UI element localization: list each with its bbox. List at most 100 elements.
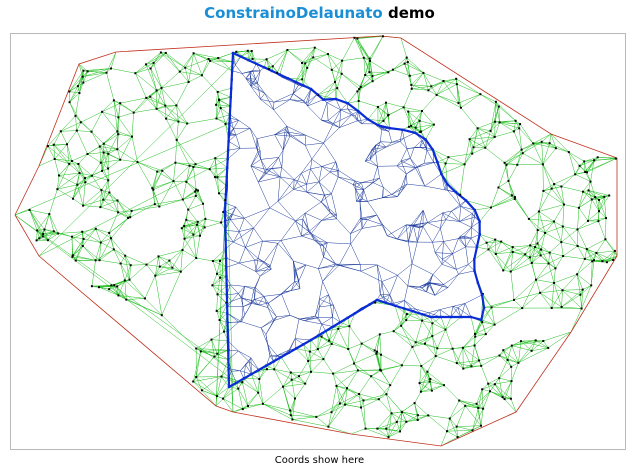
vertex (346, 387, 348, 390)
mesh-edge (319, 245, 324, 258)
mesh-edge (482, 391, 491, 409)
mesh-edge (363, 393, 387, 401)
vertex (455, 83, 458, 86)
vertex (131, 135, 133, 138)
mesh-edge (452, 238, 459, 254)
mesh-edge (495, 251, 513, 255)
mesh-edge (227, 313, 242, 323)
constraint-vertex (270, 69, 274, 73)
mesh-edge (294, 281, 301, 289)
mesh-edge (387, 235, 409, 243)
mesh-edge (226, 262, 240, 268)
mesh-edge (197, 221, 205, 228)
constraint-vertex (278, 73, 281, 76)
mesh-edge (415, 110, 423, 128)
mesh-edge (153, 62, 162, 88)
mesh-edge (339, 109, 341, 128)
mesh-edge (485, 147, 505, 163)
mesh-edge (447, 274, 459, 288)
mesh-edge (103, 199, 118, 201)
vertex (494, 238, 497, 241)
vertex (184, 66, 187, 69)
mesh-edge (259, 369, 268, 380)
vertex (200, 74, 203, 77)
mesh-edge (404, 300, 416, 310)
mesh-edge (469, 128, 478, 140)
mesh-edge (464, 139, 470, 165)
vertex (215, 395, 218, 398)
mesh-edge (443, 241, 453, 254)
mesh-edge (303, 344, 311, 352)
triangulation-canvas[interactable] (10, 33, 626, 450)
mesh-edge (528, 218, 555, 222)
mesh-edge (581, 289, 583, 309)
mesh-edge (282, 379, 292, 387)
mesh-edge (266, 355, 271, 366)
mesh-edge (352, 182, 362, 185)
vertex (208, 168, 211, 171)
constraint-vertex (229, 96, 232, 99)
vertex (161, 169, 164, 172)
mesh-edge (401, 411, 407, 422)
mesh-edge (310, 371, 334, 374)
mesh-edge (304, 320, 322, 325)
vertex (192, 52, 195, 55)
mesh-edge (369, 36, 384, 62)
mesh-edge (176, 139, 190, 166)
mesh-edge (302, 213, 306, 219)
mesh-edge (436, 94, 459, 104)
mesh-edge (158, 256, 173, 268)
vertex (472, 146, 475, 149)
mesh-edge (211, 339, 228, 342)
vertex (418, 382, 421, 385)
constraint-vertex (229, 104, 232, 108)
vertex (100, 189, 103, 192)
mesh-edge (260, 327, 267, 335)
mesh-edge (266, 49, 288, 60)
mesh-edge (150, 52, 162, 69)
mesh-edge (218, 99, 231, 107)
mesh-edge (212, 260, 227, 268)
mesh-edge (462, 336, 476, 348)
vertex-markers (28, 35, 617, 439)
mesh-edge (254, 259, 265, 263)
vertex (204, 217, 207, 220)
vertex (585, 248, 588, 251)
constraint-vertex (224, 238, 227, 241)
mesh-edge (381, 275, 398, 282)
vertex (482, 407, 485, 410)
vertex (434, 355, 437, 358)
constraint-vertex (231, 60, 234, 63)
mesh-edge (144, 298, 162, 316)
mesh-edge (464, 147, 474, 165)
mesh-edge (471, 360, 480, 367)
mesh-edge (282, 135, 291, 151)
mesh-edge (49, 189, 58, 215)
mesh-edge (228, 350, 239, 360)
mesh-edge (236, 50, 252, 53)
mesh-edge (277, 179, 295, 202)
mesh-edge (260, 99, 274, 103)
constraint-vertex (309, 338, 313, 342)
title-suffix: demo (382, 4, 435, 22)
mesh-edge (118, 117, 133, 137)
mesh-edge (47, 145, 70, 165)
vertex (489, 129, 492, 132)
mesh-edge (240, 370, 252, 375)
mesh-edge (339, 388, 348, 404)
mesh-edge (229, 120, 239, 124)
mesh-edge (256, 147, 262, 160)
mesh-edge (209, 167, 228, 170)
constraint-vertex (393, 304, 397, 307)
vertex (134, 72, 137, 75)
mesh-edge (263, 59, 267, 68)
mesh-edge (257, 83, 261, 100)
constraint-vertex (322, 98, 325, 101)
vertex (322, 358, 325, 361)
mesh-edge (193, 53, 203, 76)
mesh-edge (78, 63, 84, 71)
mesh-edge (91, 131, 104, 144)
mesh-edge (262, 403, 291, 411)
vertex (455, 77, 458, 80)
mesh-edge (585, 158, 616, 173)
